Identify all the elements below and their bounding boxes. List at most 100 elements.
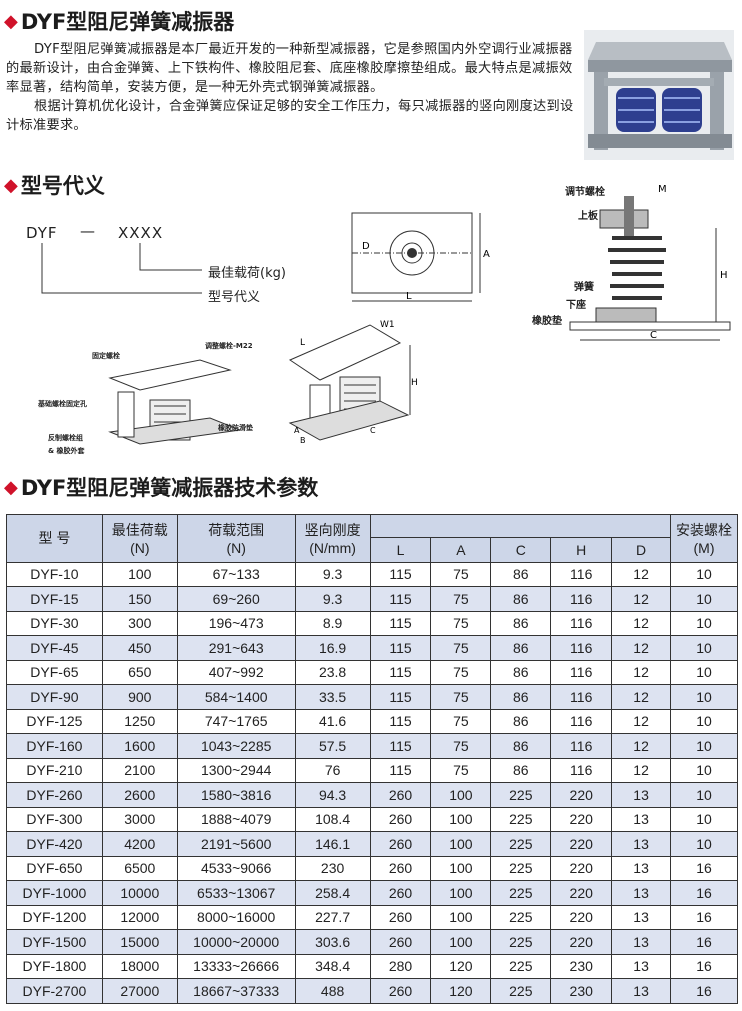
table-cell: 86 xyxy=(490,635,552,661)
table-cell: 1300~2944 xyxy=(176,757,296,783)
table-cell: 100 xyxy=(430,782,492,808)
table-cell: 225 xyxy=(490,782,552,808)
label-spring: 弹簧 xyxy=(574,282,594,293)
table-cell: DYF-260 xyxy=(6,782,103,808)
table-cell: 116 xyxy=(550,610,613,636)
table-cell: 230 xyxy=(550,978,613,1004)
table-cell: 260 xyxy=(369,782,432,808)
label-rubber-sleeve: & 橡胶外套 xyxy=(48,447,85,455)
label-adjust-bolt-m22: 调整螺栓-M22 xyxy=(205,342,253,350)
table-cell: 76 xyxy=(294,757,371,783)
table-cell: 10 xyxy=(670,708,738,734)
table-cell: DYF-125 xyxy=(6,708,103,734)
table-cell: DYF-90 xyxy=(6,684,103,710)
svg-text:L: L xyxy=(406,291,412,302)
table-cell: 10000 xyxy=(101,880,178,906)
table-cell: DYF-420 xyxy=(6,831,103,857)
table-cell: 13 xyxy=(611,880,672,906)
table-cell: 10 xyxy=(670,610,738,636)
table-cell: 220 xyxy=(550,782,613,808)
table-cell: 57.5 xyxy=(294,733,371,759)
svg-text:A: A xyxy=(483,249,490,260)
table-cell: 75 xyxy=(430,733,492,759)
table-cell: 220 xyxy=(550,929,613,955)
table-cell: 348.4 xyxy=(294,953,371,979)
label-base: 下座 xyxy=(566,300,586,311)
table-cell: DYF-650 xyxy=(6,855,103,881)
spec-table: 型 号 最佳荷载(N) 荷载范围(N) 竖向刚度(N/mm) 安装螺栓(M) L… xyxy=(6,514,738,1004)
label-adjust-bolt: 调节螺栓 xyxy=(565,187,605,198)
table-cell: 10 xyxy=(670,635,738,661)
table-cell: 16 xyxy=(670,855,738,881)
table-cell: 10 xyxy=(670,561,738,587)
intro-text: DYF型阻尼弹簧减振器是本厂最近开发的一种新型减振器，它是参照国内外空调行业减振… xyxy=(6,40,576,135)
header-a: A xyxy=(430,537,492,563)
table-cell: DYF-1000 xyxy=(6,880,103,906)
table-cell: 67~133 xyxy=(176,561,296,587)
intro-paragraph: 根据计算机优化设计，合金弹簧应保证足够的安全工作压力，每只减振器的竖向刚度达到设… xyxy=(6,99,574,133)
table-cell: 75 xyxy=(430,659,492,685)
table-cell: 115 xyxy=(369,708,432,734)
table-cell: 115 xyxy=(369,586,432,612)
table-cell: 23.8 xyxy=(294,659,371,685)
table-cell: 8000~16000 xyxy=(176,904,296,930)
diamond-bullet-icon: ◆ xyxy=(4,10,18,32)
table-cell: 27000 xyxy=(101,978,178,1004)
table-cell: 584~1400 xyxy=(176,684,296,710)
table-cell: 13 xyxy=(611,929,672,955)
product-photo xyxy=(584,30,734,160)
table-cell: 10 xyxy=(670,586,738,612)
table-cell: 747~1765 xyxy=(176,708,296,734)
table-cell: 2191~5600 xyxy=(176,831,296,857)
table-cell: 115 xyxy=(369,659,432,685)
table-cell: 4533~9066 xyxy=(176,855,296,881)
table-cell: 225 xyxy=(490,953,552,979)
table-cell: 13 xyxy=(611,953,672,979)
table-cell: 115 xyxy=(369,610,432,636)
table-cell: 260 xyxy=(369,831,432,857)
table-cell: 225 xyxy=(490,978,552,1004)
table-cell: 86 xyxy=(490,659,552,685)
table-cell: 291~643 xyxy=(176,635,296,661)
table-cell: 69~260 xyxy=(176,586,296,612)
intro-title: DYF型阻尼弹簧减振器 xyxy=(20,10,235,34)
table-cell: 13333~26666 xyxy=(176,953,296,979)
table-cell: 86 xyxy=(490,708,552,734)
table-cell: 12 xyxy=(611,684,672,710)
table-cell: 230 xyxy=(550,953,613,979)
table-cell: 260 xyxy=(369,806,432,832)
code-suffix: XXXX xyxy=(118,224,164,242)
table-cell: 115 xyxy=(369,757,432,783)
table-cell: 116 xyxy=(550,561,613,587)
table-cell: 407~992 xyxy=(176,659,296,685)
code-legend-lines xyxy=(41,243,202,294)
table-cell: 225 xyxy=(490,806,552,832)
table-cell: 13 xyxy=(611,978,672,1004)
diamond-bullet-icon: ◆ xyxy=(4,174,18,196)
table-cell: 10 xyxy=(670,782,738,808)
table-cell: 12 xyxy=(611,610,672,636)
table-cell: 12 xyxy=(611,757,672,783)
table-cell: 10 xyxy=(670,831,738,857)
table-cell: 100 xyxy=(430,929,492,955)
header-model: 型 号 xyxy=(6,514,103,563)
header-bolt: 安装螺栓(M) xyxy=(670,514,738,563)
table-cell: 86 xyxy=(490,757,552,783)
table-cell: 10 xyxy=(670,684,738,710)
table-cell: 225 xyxy=(490,929,552,955)
svg-text:A: A xyxy=(294,426,300,435)
svg-text:C: C xyxy=(650,330,657,341)
code-prefix: DYF xyxy=(26,224,58,242)
table-cell: 86 xyxy=(490,684,552,710)
svg-text:M: M xyxy=(658,184,667,195)
table-cell: 18000 xyxy=(101,953,178,979)
dim-h: H xyxy=(720,270,728,281)
